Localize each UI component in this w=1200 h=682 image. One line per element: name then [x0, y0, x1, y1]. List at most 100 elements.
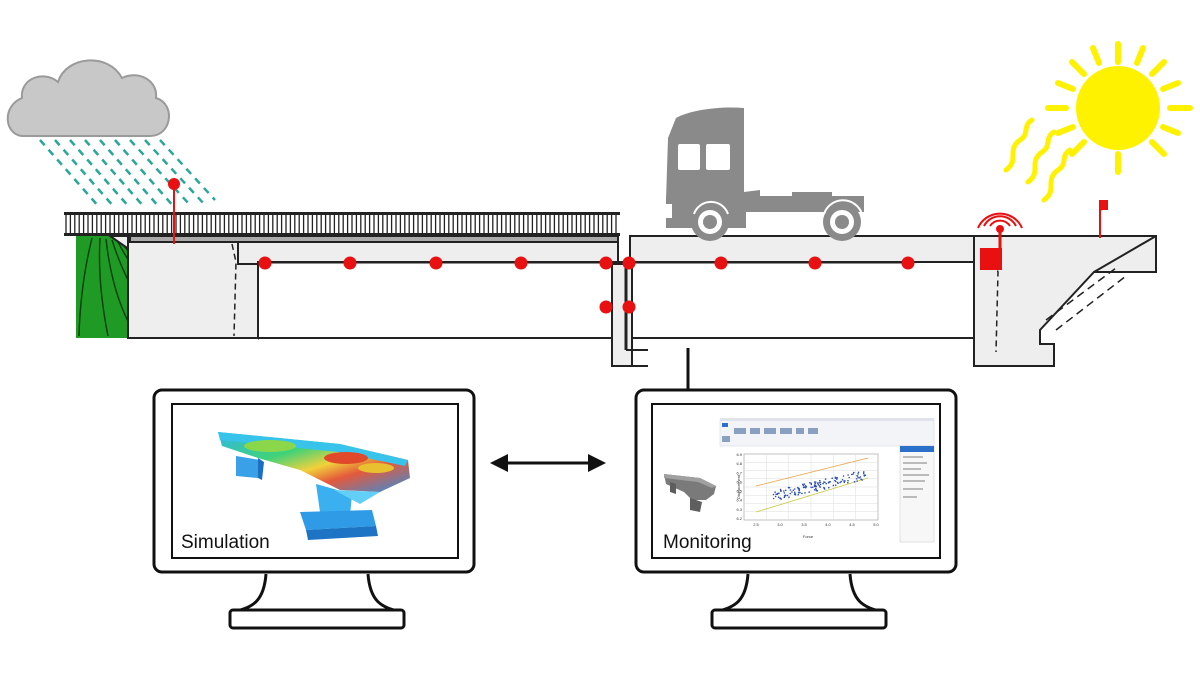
scatter-point: [816, 482, 819, 484]
scatter-point: [857, 476, 859, 478]
scatter-point: [851, 473, 853, 476]
scatter-point: [783, 490, 785, 492]
scatter-point: [772, 493, 775, 496]
scatter-point: [834, 484, 837, 487]
bridge-railing: [64, 212, 620, 236]
scatter-point: [788, 496, 790, 499]
rain-cloud-icon: [6, 59, 216, 209]
truck-wheel: [823, 203, 861, 241]
mini-chart-x-tick: 3.0: [777, 522, 783, 527]
truck-wheel: [691, 203, 729, 241]
double-arrow-icon: [490, 454, 606, 472]
scatter-point: [816, 489, 819, 492]
mini-chart-y-tick: 6.9: [736, 452, 742, 457]
scatter-point: [783, 496, 786, 499]
scatter-point: [852, 473, 854, 475]
scatter-point: [822, 482, 824, 485]
scatter-point: [789, 492, 792, 495]
scatter-point: [804, 492, 806, 494]
flag-icon: [1099, 200, 1108, 238]
mini-chart-x-tick: 3.5: [801, 522, 807, 527]
scatter-point: [797, 494, 799, 496]
scatter-point: [793, 488, 796, 490]
scatter-point: [789, 489, 792, 491]
sensor-dot: [599, 256, 613, 270]
scatter-point: [862, 472, 865, 475]
scatter-point: [819, 479, 821, 482]
scatter-point: [832, 484, 835, 487]
sensor-network: [168, 178, 1108, 314]
scatter-point: [815, 487, 817, 490]
scatter-point: [853, 471, 855, 474]
scatter-point: [859, 476, 862, 478]
mini-chart-y-tick: 6.5: [736, 489, 742, 494]
scatter-point: [804, 485, 807, 487]
mini-chart-xlabel: Force: [803, 534, 814, 539]
scatter-point: [823, 488, 826, 490]
scatter-point: [817, 483, 820, 486]
scatter-point: [853, 481, 856, 483]
sensor-dot: [514, 256, 528, 270]
mini-chart-ylabel: Displacement: [736, 474, 741, 499]
scatter-point: [772, 497, 775, 500]
sun-icon: [1003, 41, 1193, 203]
bridge-structure: [106, 235, 1157, 367]
scatter-point: [842, 475, 845, 477]
scatter-point: [823, 481, 825, 483]
scatter-point: [818, 485, 821, 487]
scatter-point: [847, 479, 849, 482]
mini-chart-y-tick: 6.3: [736, 507, 742, 512]
scatter-point: [784, 489, 787, 492]
scatter-point: [843, 480, 845, 482]
wireless-antenna-icon: [977, 212, 1023, 270]
scatter-point: [783, 492, 786, 494]
sensor-dot: [429, 256, 443, 270]
scatter-point: [836, 478, 838, 480]
heat-waves: [1003, 117, 1073, 203]
scatter-point: [798, 490, 800, 492]
scatter-point: [799, 491, 801, 494]
scatter-point: [797, 492, 800, 494]
scatter-point: [861, 479, 863, 481]
scatter-point: [774, 495, 777, 498]
scatter-point: [779, 497, 781, 500]
scatter-point: [819, 483, 822, 486]
sensor-dot: [808, 256, 822, 270]
scatter-point: [831, 477, 833, 480]
scatter-point: [780, 490, 782, 493]
scatter-point: [863, 471, 865, 473]
scatter-point: [828, 486, 830, 489]
sensor-dot: [622, 300, 636, 314]
simulation-label: Simulation: [181, 532, 270, 553]
sensor-dot: [901, 256, 915, 270]
scatter-point: [802, 483, 804, 486]
scatter-point: [840, 480, 842, 483]
scatter-point: [819, 486, 821, 488]
scatter-point: [810, 486, 812, 489]
scatter-point: [824, 478, 827, 480]
scatter-point: [810, 483, 813, 486]
scatter-point: [808, 491, 810, 493]
scatter-point: [774, 491, 776, 493]
cloud-body: [6, 59, 170, 137]
mini-chart-y-tick: 6.7: [736, 470, 742, 475]
lower-bound-line: [755, 477, 869, 513]
monitoring-label: Monitoring: [663, 532, 752, 553]
truck-icon: [666, 107, 864, 241]
scatter-point: [827, 482, 830, 484]
scatter-point: [776, 492, 779, 495]
scatter-point: [857, 471, 860, 474]
mini-chart-y-tick: 6.4: [736, 498, 742, 503]
scatter-point: [819, 481, 822, 484]
scatter-point: [813, 485, 816, 488]
scatter-point: [841, 479, 844, 481]
scatter-point: [834, 477, 837, 479]
scatter-point: [814, 482, 816, 485]
scatter-point: [803, 486, 806, 488]
scatter-point: [834, 479, 836, 482]
sensor-dot: [622, 256, 636, 270]
mini-chart-y-tick: 6.8: [736, 461, 742, 466]
